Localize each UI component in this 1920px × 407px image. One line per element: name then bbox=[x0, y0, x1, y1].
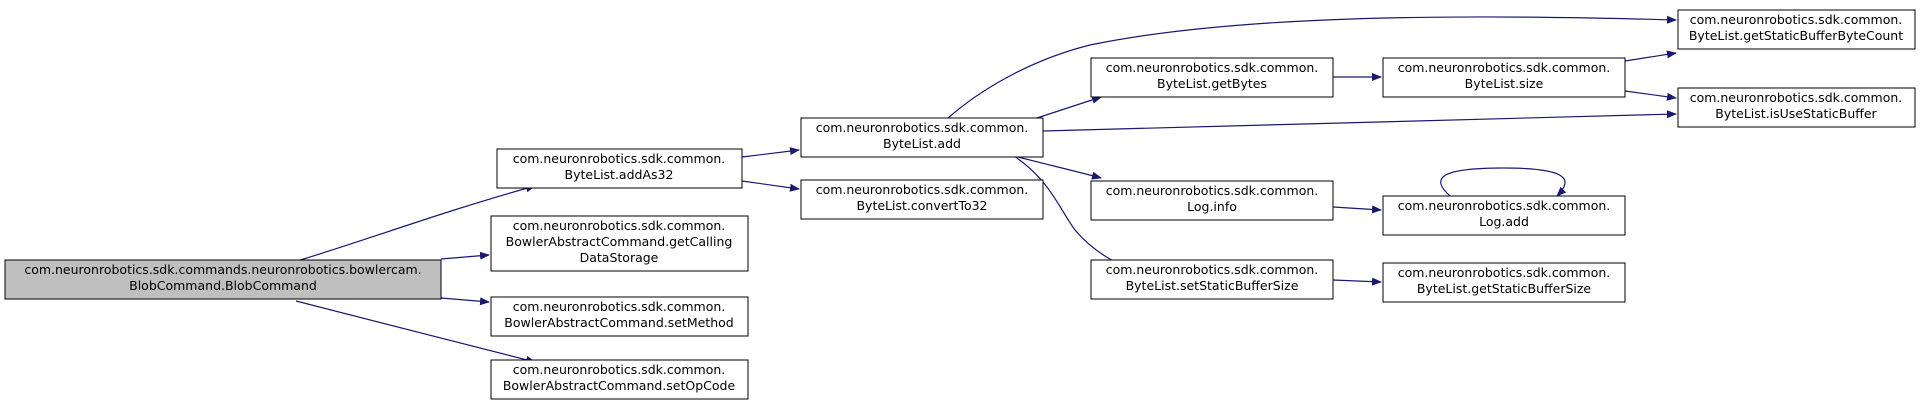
node-getcallingdatastorage[interactable]: com.neuronrobotics.sdk.common. BowlerAbs… bbox=[490, 215, 749, 272]
node-label-line-1: com.neuronrobotics.sdk.common. bbox=[1398, 265, 1611, 280]
node-label-line-1: com.neuronrobotics.sdk.common. bbox=[1690, 90, 1903, 105]
node-isusestaticbuffer[interactable]: com.neuronrobotics.sdk.common. ByteList.… bbox=[1677, 87, 1916, 128]
node-setopcode[interactable]: com.neuronrobotics.sdk.common. BowlerAbs… bbox=[490, 359, 749, 400]
node-label-line-2: ByteList.getStaticBufferSize bbox=[1417, 281, 1592, 296]
nodes: com.neuronrobotics.sdk.commands.neuronro… bbox=[4, 9, 1916, 400]
node-label-line-2: ByteList.add bbox=[883, 136, 961, 151]
edge-log-add-self bbox=[1440, 167, 1567, 197]
node-bytelist-add[interactable]: com.neuronrobotics.sdk.common. ByteList.… bbox=[800, 117, 1044, 158]
edges bbox=[289, 15, 1677, 364]
edge-addas32-bytelist-add bbox=[741, 147, 800, 158]
node-label-line-1: com.neuronrobotics.sdk.common. bbox=[513, 218, 726, 233]
node-setmethod[interactable]: com.neuronrobotics.sdk.common. BowlerAbs… bbox=[490, 296, 749, 337]
node-size[interactable]: com.neuronrobotics.sdk.common. ByteList.… bbox=[1382, 57, 1626, 98]
node-log-add[interactable]: com.neuronrobotics.sdk.common. Log.add bbox=[1382, 195, 1626, 236]
node-label-line-2: ByteList.addAs32 bbox=[565, 167, 674, 182]
edge-bytelist-add-getbytes bbox=[1036, 96, 1102, 119]
node-label-line-2: Log.info bbox=[1187, 199, 1237, 214]
node-label-line-2: ByteList.setStaticBufferSize bbox=[1126, 278, 1299, 293]
node-label-line-1: com.neuronrobotics.sdk.common. bbox=[816, 120, 1029, 135]
node-getstaticbufferbytecount[interactable]: com.neuronrobotics.sdk.common. ByteList.… bbox=[1677, 9, 1916, 50]
edge-size-getstaticbufferbytecount bbox=[1624, 50, 1677, 62]
node-label-line-2: BowlerAbstractCommand.setMethod bbox=[504, 315, 733, 330]
node-label-line-1: com.neuronrobotics.sdk.commands.neuronro… bbox=[24, 262, 421, 277]
edge-blobcommand-getcallingdatastorage bbox=[440, 251, 490, 260]
node-label-line-3: DataStorage bbox=[580, 250, 659, 265]
node-label-line-1: com.neuronrobotics.sdk.common. bbox=[1106, 262, 1319, 277]
node-label-line-1: com.neuronrobotics.sdk.common. bbox=[1690, 12, 1903, 27]
node-getbytes[interactable]: com.neuronrobotics.sdk.common. ByteList.… bbox=[1090, 57, 1334, 98]
node-label-line-1: com.neuronrobotics.sdk.common. bbox=[1106, 60, 1319, 75]
edge-addas32-convertto32 bbox=[741, 180, 800, 192]
edge-bytelist-add-setstaticbuffersize bbox=[1013, 155, 1126, 268]
node-getstaticbuffersize[interactable]: com.neuronrobotics.sdk.common. ByteList.… bbox=[1382, 262, 1626, 303]
edge-blobcommand-setopcode bbox=[295, 300, 536, 364]
node-convertto32[interactable]: com.neuronrobotics.sdk.common. ByteList.… bbox=[800, 179, 1044, 220]
node-label-line-1: com.neuronrobotics.sdk.common. bbox=[1398, 60, 1611, 75]
edge-size-isusestaticbuffer bbox=[1624, 90, 1677, 101]
node-label-line-2: BowlerAbstractCommand.setOpCode bbox=[503, 378, 736, 393]
node-label-line-1: com.neuronrobotics.sdk.common. bbox=[513, 362, 726, 377]
node-label-line-1: com.neuronrobotics.sdk.common. bbox=[1398, 198, 1611, 213]
node-label-line-2: BlobCommand.BlobCommand bbox=[129, 278, 317, 293]
edge-blobcommand-addas32 bbox=[289, 184, 536, 264]
node-label-line-2: ByteList.getStaticBufferByteCount bbox=[1689, 28, 1903, 43]
node-label-line-1: com.neuronrobotics.sdk.common. bbox=[816, 182, 1029, 197]
edge-blobcommand-setmethod bbox=[440, 297, 490, 306]
node-label-line-2: ByteList.isUseStaticBuffer bbox=[1715, 106, 1877, 121]
node-label-line-2: ByteList.convertTo32 bbox=[856, 198, 987, 213]
node-label-line-1: com.neuronrobotics.sdk.common. bbox=[1106, 183, 1319, 198]
edge-log-info-log-add bbox=[1332, 205, 1382, 214]
node-setstaticbuffersize[interactable]: com.neuronrobotics.sdk.common. ByteList.… bbox=[1090, 259, 1334, 300]
node-addas32[interactable]: com.neuronrobotics.sdk.common. ByteList.… bbox=[496, 148, 743, 189]
node-label-line-2: ByteList.size bbox=[1465, 76, 1544, 91]
node-label-line-1: com.neuronrobotics.sdk.common. bbox=[513, 299, 726, 314]
node-label-line-2: Log.add bbox=[1479, 214, 1529, 229]
edge-bytelist-add-getstaticbufferbytecount bbox=[947, 15, 1677, 119]
edge-bytelist-add-log-info bbox=[1013, 155, 1102, 180]
node-label-line-2: ByteList.getBytes bbox=[1157, 76, 1267, 91]
node-log-info[interactable]: com.neuronrobotics.sdk.common. Log.info bbox=[1090, 180, 1334, 221]
edge-setstaticbuffersize-getstaticbuffersize bbox=[1332, 277, 1382, 286]
node-blobcommand[interactable]: com.neuronrobotics.sdk.commands.neuronro… bbox=[4, 259, 442, 300]
node-label-line-1: com.neuronrobotics.sdk.common. bbox=[513, 151, 726, 166]
node-label-line-2: BowlerAbstractCommand.getCalling bbox=[506, 234, 733, 249]
edge-bytelist-add-isusestaticbuffer bbox=[1042, 110, 1677, 132]
